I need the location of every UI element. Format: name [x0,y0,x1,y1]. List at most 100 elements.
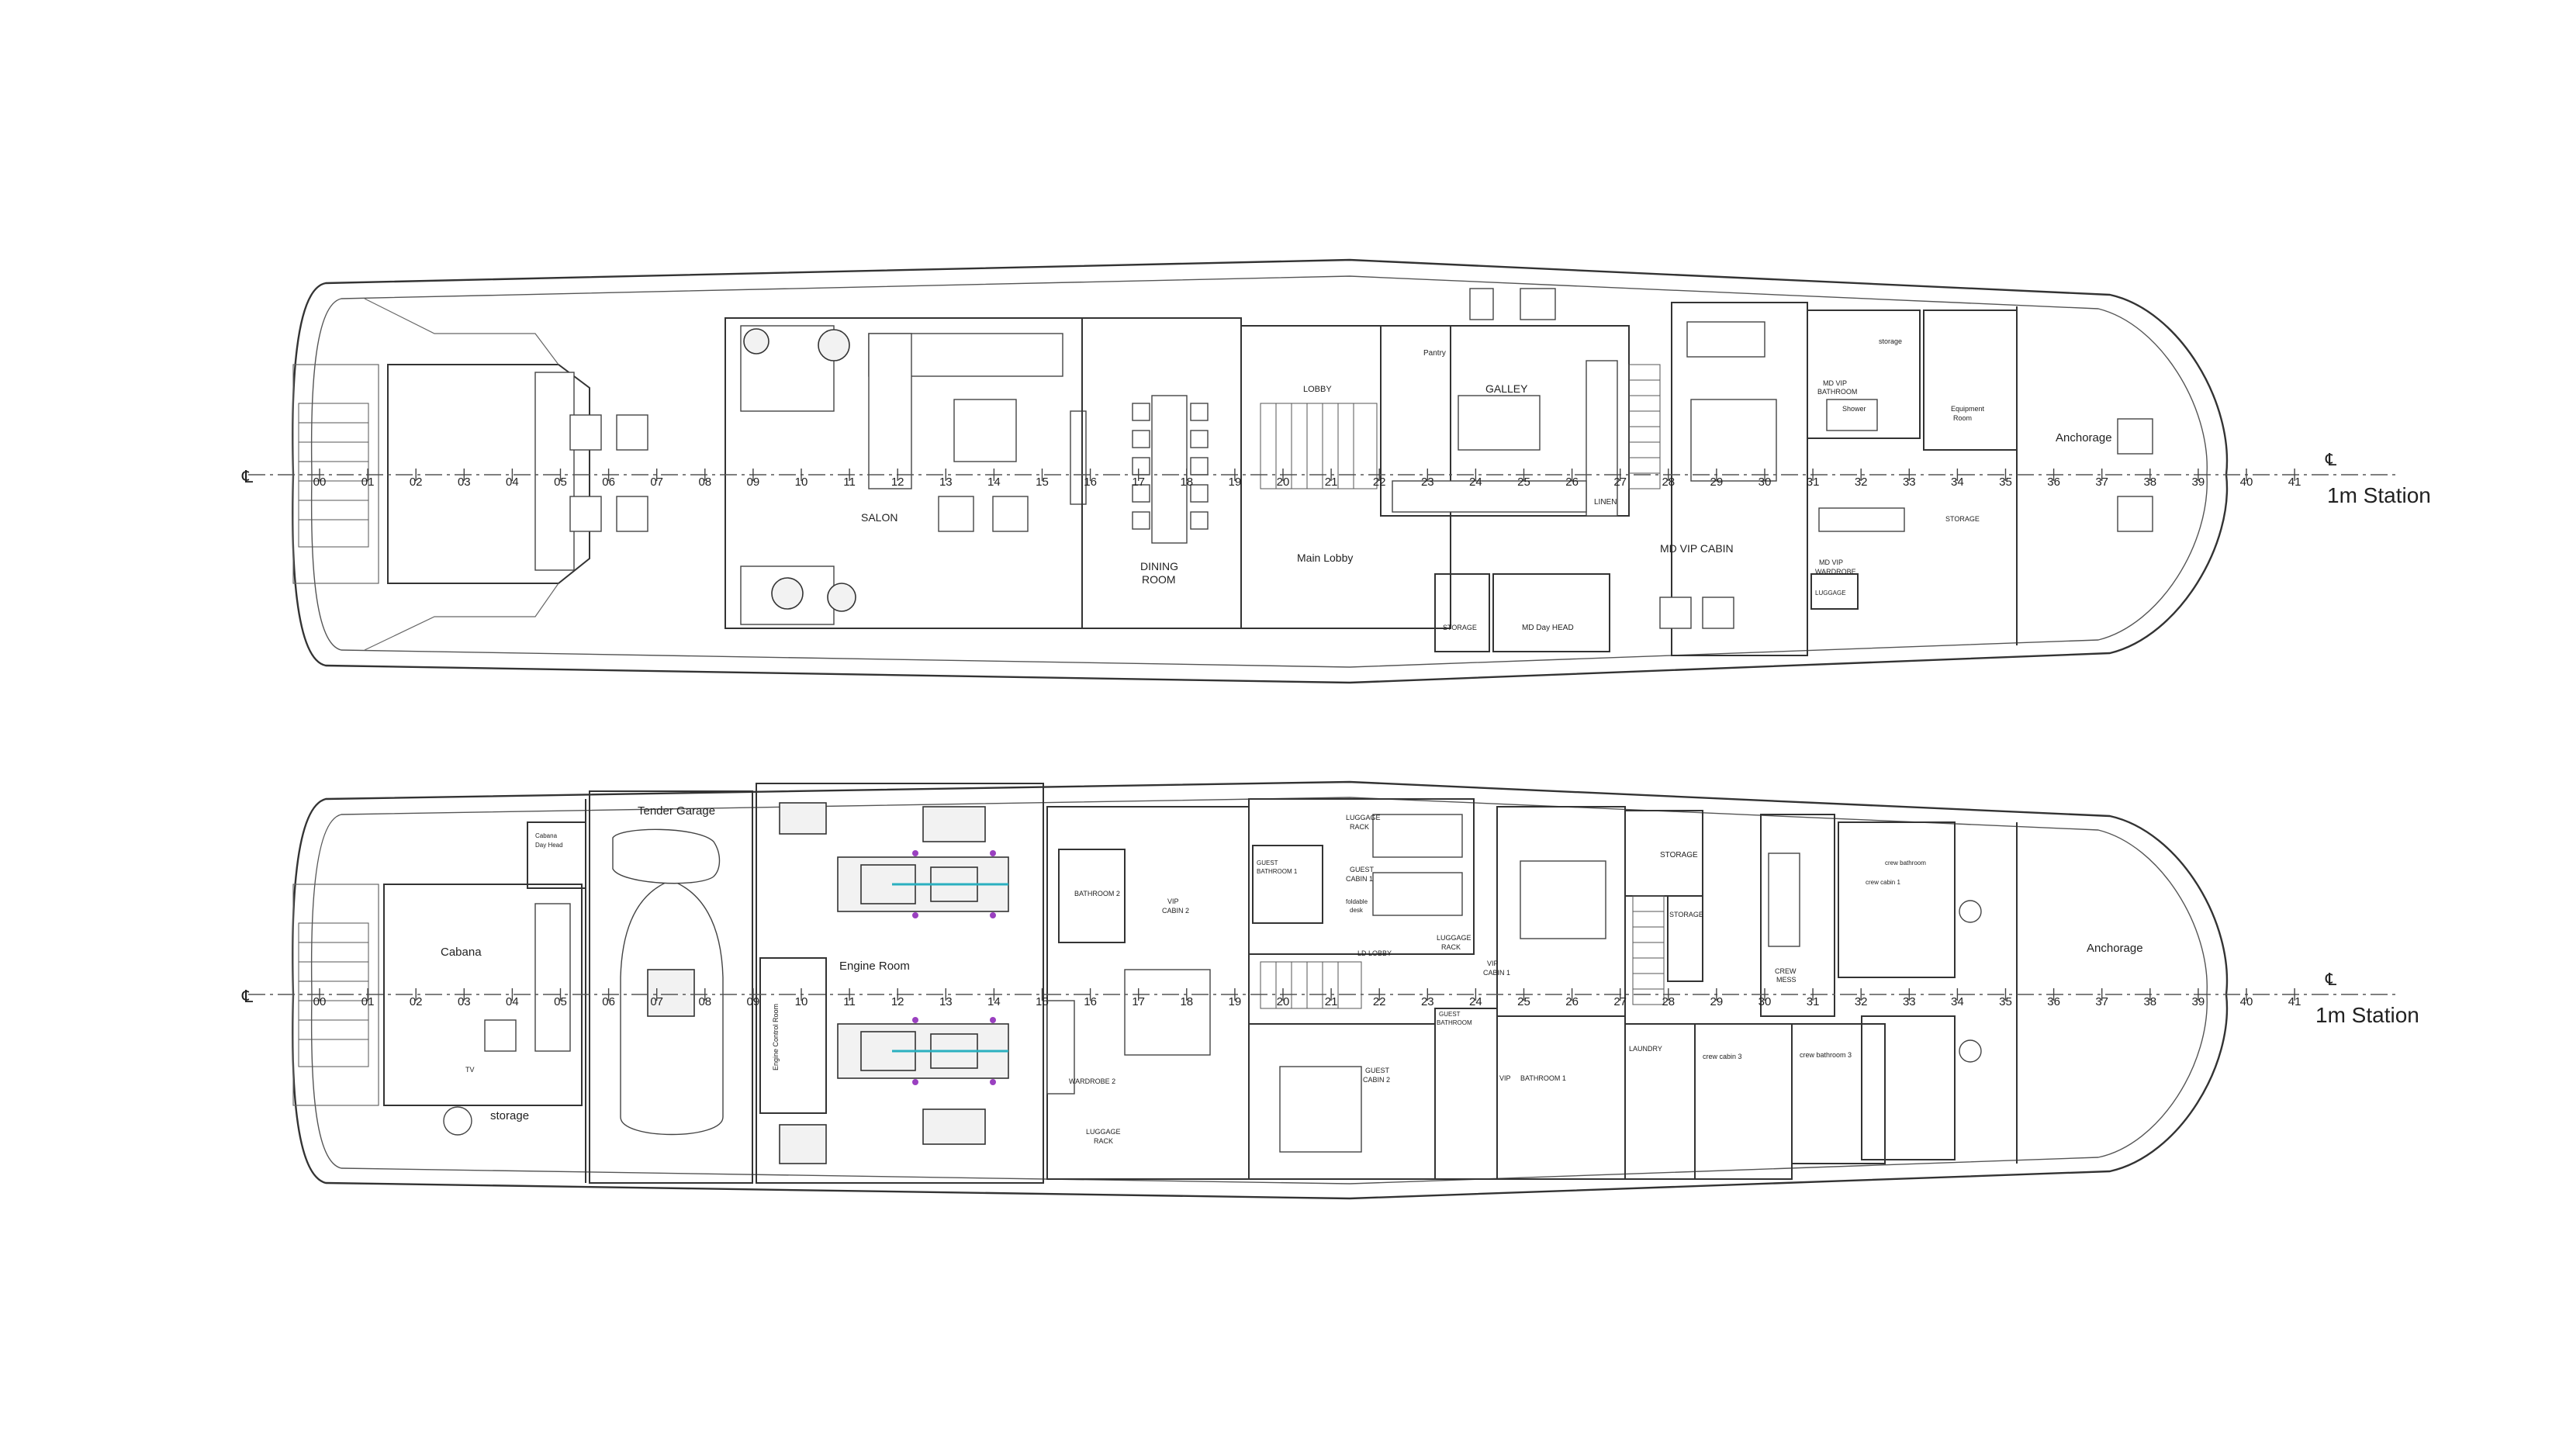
lower-label-guest-cabin-2a: GUEST [1365,1067,1390,1074]
lower-label-guest-cabin-1b: CABIN 1 [1346,875,1373,883]
lower-label-engine-control: Engine Control Room [772,1004,780,1070]
main-aft-chair-1 [569,414,602,451]
main-lobby-walls [1240,325,1451,629]
generator-1 [922,806,986,842]
lower-station-label: 32 [1855,995,1868,1008]
main-station-ticks [319,469,2295,481]
engine-control-room [759,957,827,1114]
lower-station-label: 31 [1807,995,1820,1008]
main-salon-stair-port [740,325,835,412]
main-room-labels: SALON DINING ROOM LOBBY GALLEY Pantry Ma… [861,337,2112,632]
main-salon-armchair-1 [938,496,974,532]
lower-station-label: 27 [1613,995,1627,1008]
lower-label-luggage-aft: LUGGAGE [1086,1128,1121,1136]
main-station-label: 35 [1999,476,2012,489]
lower-station-label: 30 [1759,995,1772,1008]
guest-cabin-1-bed-1 [1372,814,1463,858]
lower-tender-garage [589,790,753,1184]
main-vip-armchair-2 [1702,597,1734,629]
main-label-pantry: Pantry [1423,349,1446,358]
lower-lobby-stair [1260,961,1362,1009]
lower-label-guest-bath-1a: GUEST [1257,859,1278,866]
lower-station-label: 23 [1421,995,1434,1008]
lower-label-rack-1: RACK [1350,823,1369,831]
lower-station-label: 13 [939,995,953,1008]
main-label-storage-bow: STORAGE [1945,515,1980,523]
lower-station-label: 16 [1084,995,1097,1008]
main-station-caption: 1m Station [2327,483,2431,507]
main-station-label: 27 [1613,476,1627,489]
lower-label-rack-aft: RACK [1094,1137,1113,1145]
lower-station-label: 36 [2047,995,2060,1008]
port-engine [837,850,1009,918]
main-salon-fan-1 [743,328,769,354]
tender-console [647,969,695,1017]
lower-station-label: 02 [410,995,423,1008]
lower-station-label: 05 [554,995,567,1008]
lower-station-label: 06 [602,995,615,1008]
lower-label-foldable: foldable [1346,898,1368,905]
main-station-label: 25 [1517,476,1530,489]
main-galley-counter-aft [1392,480,1587,513]
lower-deck-hull [292,780,2229,1200]
engine-room-tank [779,1124,827,1164]
lower-label-laundry: LAUNDRY [1629,1045,1662,1053]
main-vip-shower [1826,399,1878,431]
main-anchor-box-1 [2117,418,2153,455]
main-label-storage: STORAGE [1443,624,1477,631]
main-vip-bathroom-walls [1807,310,1921,439]
lower-fwd-stair [1632,895,1665,1005]
lower-label-tender-garage: Tender Garage [638,804,715,818]
lower-label-crew-cabin-1: crew cabin 1 [1866,879,1900,886]
main-label-dining: DINING [1140,560,1178,572]
main-station-label: 07 [650,476,663,489]
lower-station-label: 07 [650,995,663,1008]
lower-station-ticks [319,988,2295,1001]
main-label-salon: SALON [861,511,897,524]
main-label-vip-bathroom-1: MD VIP [1823,379,1847,387]
lower-label-guest-cabin-1a: GUEST [1350,866,1375,873]
guest-cabin-1-bed-2 [1372,872,1463,916]
guest-bathroom [1434,1008,1498,1180]
lower-station-label: 00 [313,995,327,1008]
vip-wardrobe-2 [1046,1000,1075,1095]
lower-cabana-sofa [534,903,571,1052]
main-aft-chair-2 [569,496,602,532]
lower-room-labels: Cabana Cabana Day Head TV storage Tender… [441,804,2143,1145]
lower-station-label: 29 [1710,995,1724,1008]
lower-station-label: 11 [843,995,856,1008]
crew-cabin-1-aft [1861,1015,1956,1160]
main-station-label: 40 [2240,476,2253,489]
lower-label-tv: TV [465,1066,475,1074]
main-station-label: 03 [458,476,471,489]
main-dining-chairs [1132,403,1209,530]
guest-bathroom-1 [1252,845,1323,924]
main-station-label: 37 [2095,476,2108,489]
lower-label-guest-cabin-2b: CABIN 2 [1363,1076,1390,1084]
main-label-equipment: Equipment [1951,405,1985,413]
lower-engine-room [756,783,1044,1184]
lower-label-ld-lobby: LD LOBBY [1357,949,1392,957]
main-label-linen: LINEN [1594,498,1617,507]
lower-label-vip-bathroom-vip: VIP [1499,1074,1511,1082]
main-station-label: 04 [506,476,519,489]
main-label-shower: Shower [1842,405,1866,413]
lower-centerline-symbol-aft: ℄ [241,987,254,1006]
main-station-label: 21 [1325,476,1338,489]
main-vip-cabin-walls [1671,302,1808,656]
main-station-label: 16 [1084,476,1097,489]
lower-station-label: 09 [747,995,760,1008]
main-station-label: 28 [1662,476,1675,489]
vip-bathroom-1 [1496,1015,1626,1180]
lower-label-cabana: Cabana [441,946,482,959]
lower-station-caption: 1m Station [2315,1003,2419,1027]
main-fwd-stair [1628,364,1661,489]
main-centerline-symbol-fwd: ℄ [2325,450,2337,469]
main-label-lobby: LOBBY [1303,385,1332,394]
lower-label-vip-2: VIP [1167,897,1179,905]
main-label-storage-fwd: storage [1879,337,1902,345]
lower-station-label: 10 [795,995,808,1008]
lower-station-label: 38 [2143,995,2156,1008]
